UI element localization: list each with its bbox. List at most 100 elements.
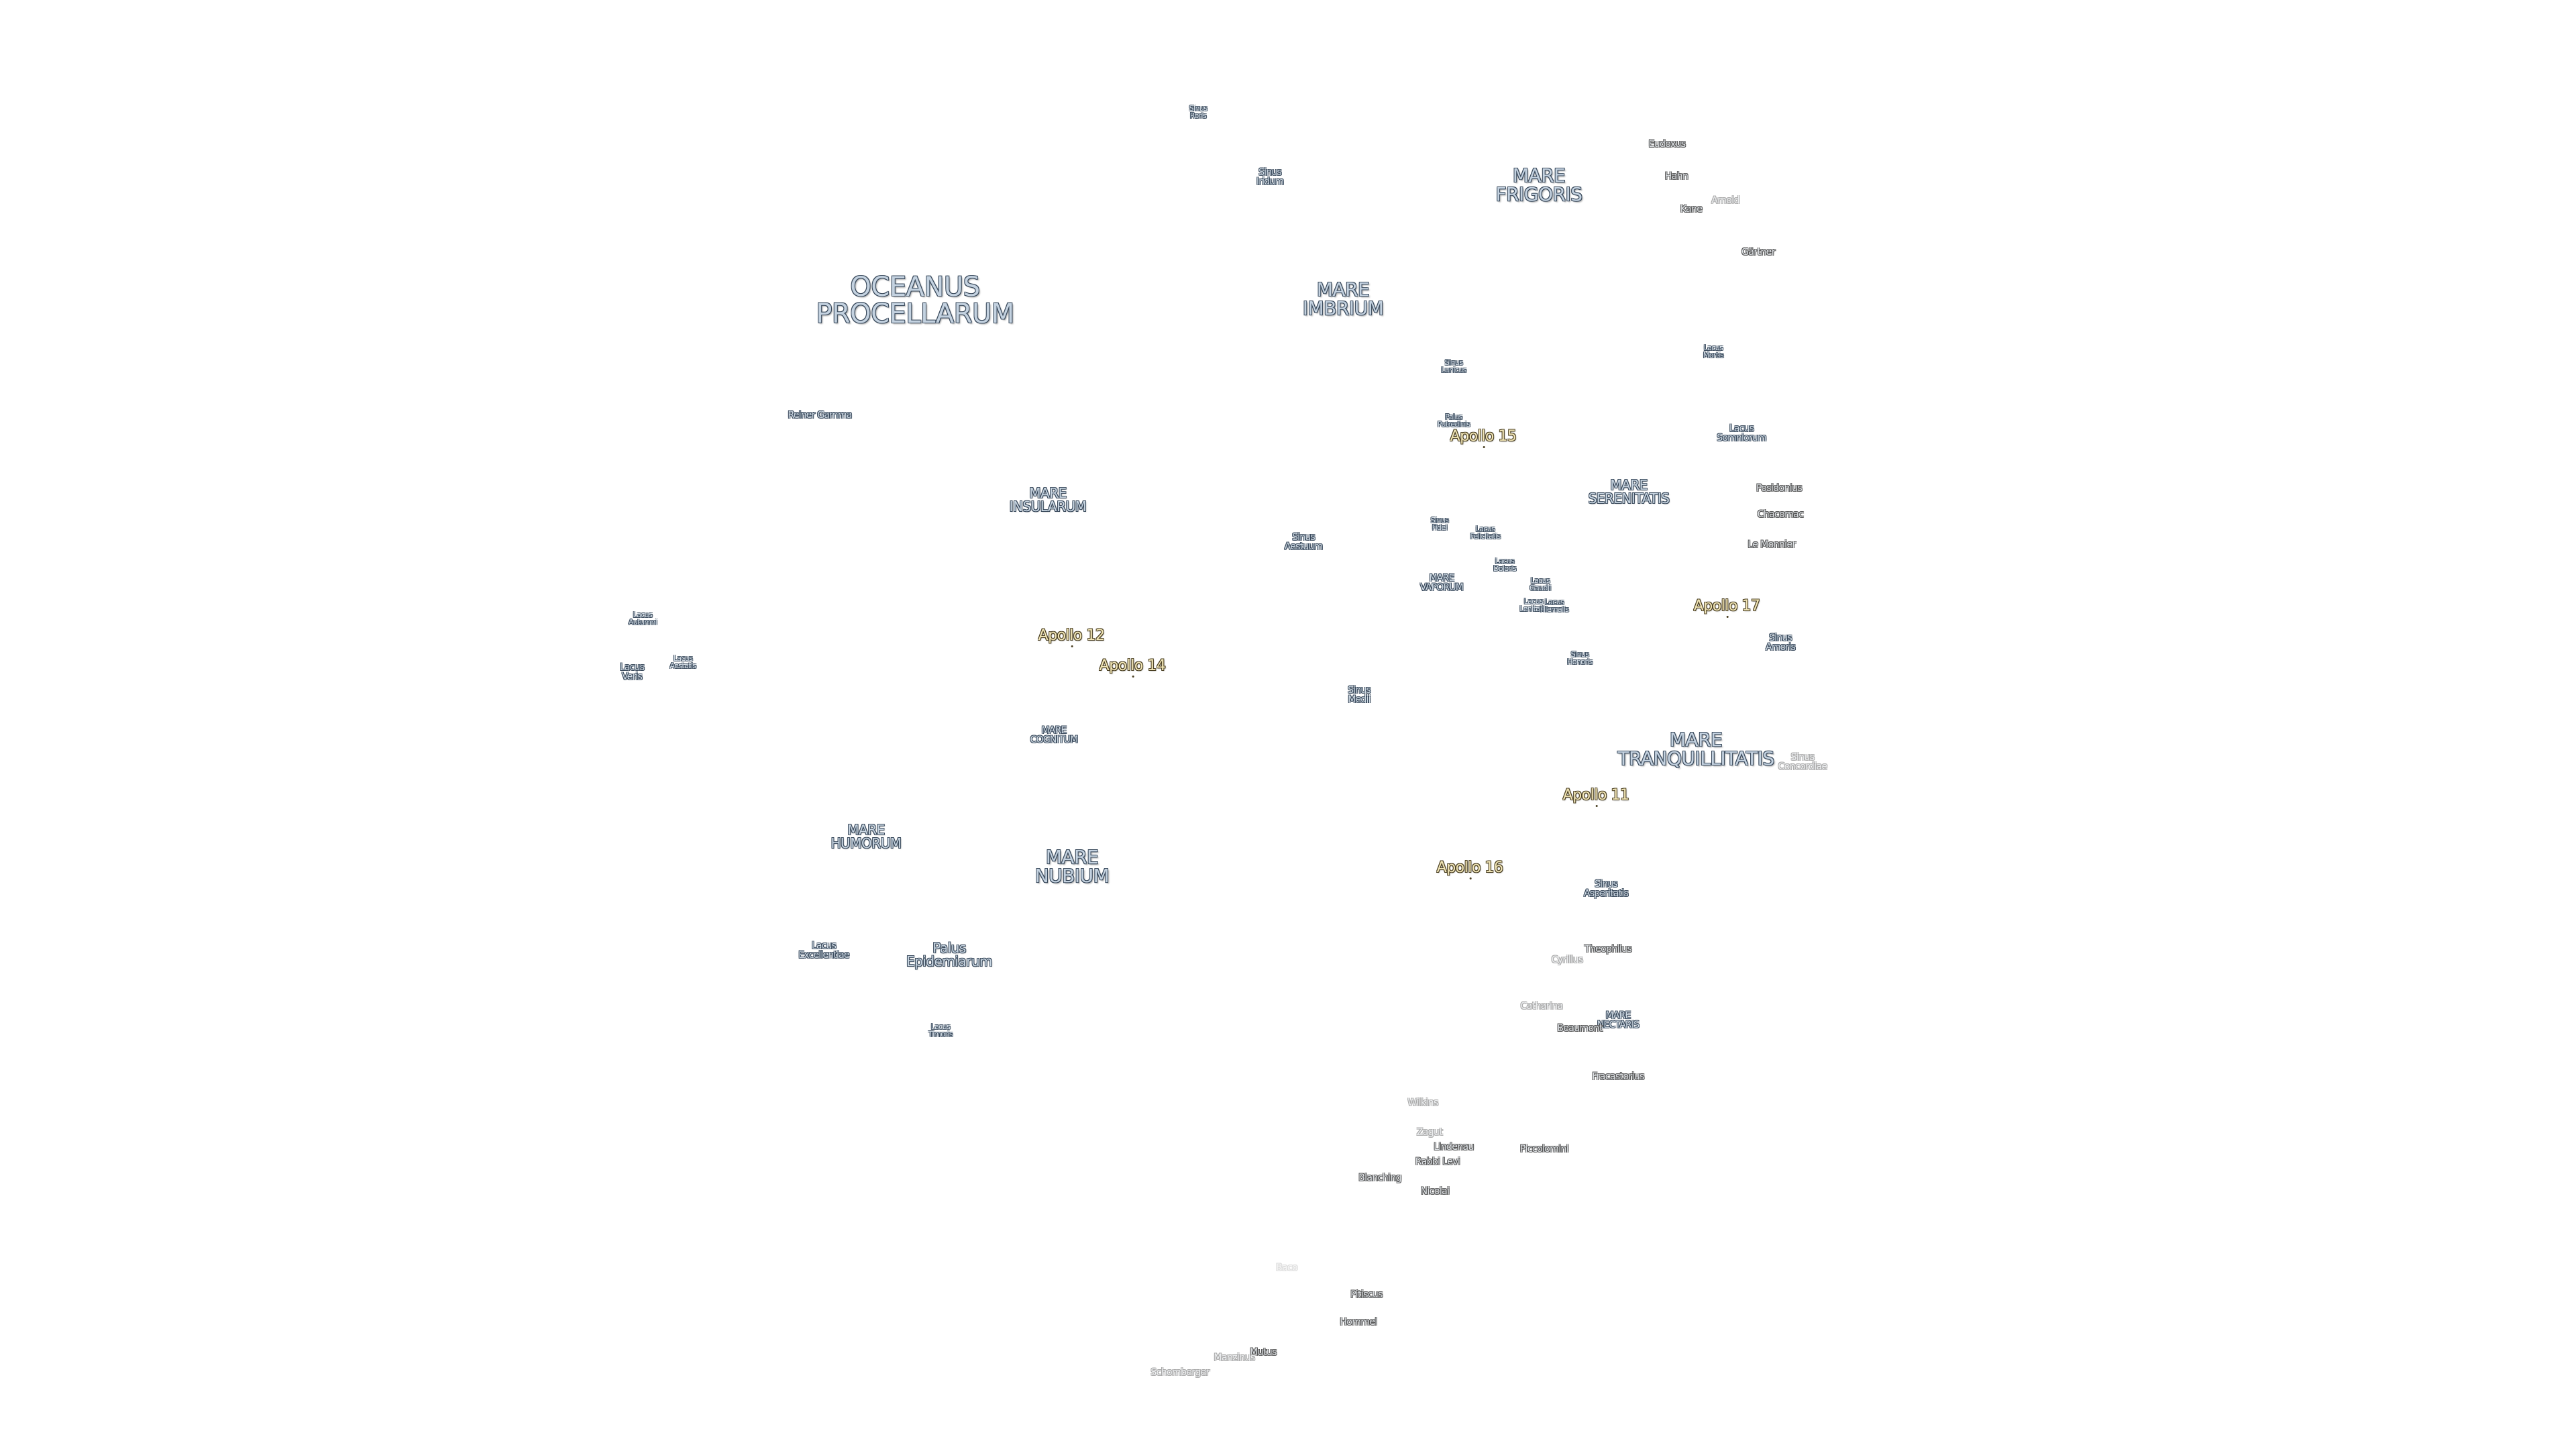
oceanus-procellarum-label[interactable]: OCEANUS PROCELLARUM (816, 274, 1014, 327)
palus-putredinis-label[interactable]: Palus Putredinis (1438, 413, 1470, 428)
crater-cyrillus-label[interactable]: Cyrillus (1551, 955, 1583, 965)
label-line: NECTARIS (1597, 1020, 1640, 1030)
mare-serenitatis-label[interactable]: MARE SERENITATIS (1589, 478, 1670, 505)
label-line: Doloris (1493, 564, 1517, 573)
label-line: MARE (1610, 477, 1648, 493)
mare-insularum-label[interactable]: MARE INSULARUM (1010, 486, 1087, 513)
apollo-11-marker[interactable]: Apollo 11 (1562, 787, 1629, 807)
crater-schomberger-label[interactable]: Schomberger (1150, 1367, 1210, 1378)
label-line: Putredinis (1437, 420, 1470, 429)
label-line: Amoris (1766, 642, 1796, 653)
crater-mutus-label[interactable]: Mutus (1250, 1347, 1277, 1358)
mare-humorum-label[interactable]: MARE HUMORUM (831, 823, 902, 850)
apollo-15-marker[interactable]: Apollo 15 (1450, 428, 1517, 448)
lacus-lenitatis-label[interactable]: Lacus Lenitatis (1519, 597, 1548, 612)
label-line: Asperitatis (1584, 888, 1629, 899)
label-line: Sinus (1189, 104, 1208, 113)
lacus-gaudii-label[interactable]: Lacus Gaudii (1529, 577, 1551, 592)
crater-pitiscus-label[interactable]: Pitiscus (1350, 1289, 1383, 1300)
crater-zagut-label[interactable]: Zagut (1416, 1127, 1443, 1138)
mare-vaporum-label[interactable]: MARE VAPORUM (1420, 573, 1464, 592)
lacus-doloris-label[interactable]: Lacus Doloris (1493, 557, 1517, 573)
crater-arnold-label[interactable]: Arnold (1711, 195, 1739, 206)
label-line: Timoris (928, 1030, 953, 1038)
crater-fracastorius-label[interactable]: Fracastorius (1592, 1071, 1644, 1082)
apollo-12-marker[interactable]: Apollo 12 (1038, 627, 1105, 647)
lacus-aestatis-label[interactable]: Lacus Aestatis (669, 655, 696, 669)
apollo-16-marker[interactable]: Apollo 16 (1436, 859, 1503, 879)
label-line: MARE (1429, 573, 1454, 584)
palus-epidemiarum-label[interactable]: Palus Epidemiarum (906, 940, 993, 968)
mare-nubium-label[interactable]: MARE NUBIUM (1035, 848, 1110, 885)
lacus-veris-label[interactable]: Lacus Veris (620, 663, 645, 682)
label-line: Sinus (1348, 685, 1371, 696)
label-line: Lacus (1475, 525, 1495, 533)
sinus-roris-label[interactable]: Sinus Roris (1189, 105, 1208, 119)
lacus-hiemalis-label[interactable]: Lacus Hiemalis (1540, 598, 1569, 613)
mare-nectaris-label[interactable]: MARE NECTARIS (1597, 1011, 1640, 1030)
sinus-aestuum-label[interactable]: Sinus Aestuum (1285, 533, 1323, 551)
lacus-autumni-label[interactable]: Lacus Autumni (629, 611, 657, 626)
crater-beaumont-label[interactable]: Beaumont (1557, 1023, 1603, 1034)
label-line: Medii (1348, 694, 1371, 705)
sinus-amoris-label[interactable]: Sinus Amoris (1766, 633, 1796, 653)
sinus-lunicus-label[interactable]: Sinus Lunicus (1441, 359, 1466, 374)
label-line: Lunicus (1441, 366, 1466, 374)
lacus-mortis-label[interactable]: Lacus Mortis (1703, 344, 1724, 360)
crater-eudoxus-label[interactable]: Eudoxus (1648, 139, 1686, 150)
mare-tranquillitatis-label[interactable]: MARE TRANQUILLITATIS (1617, 731, 1774, 768)
crater-hommel-label[interactable]: Hommel (1340, 1317, 1377, 1328)
label-line: Honoris (1567, 657, 1593, 666)
crater-lindenau-label[interactable]: Lindenau (1434, 1142, 1474, 1152)
sinus-asperitatis-label[interactable]: Sinus Asperitatis (1584, 879, 1629, 899)
label-line: Lacus (1523, 597, 1544, 606)
crater-rabbi-levi-label[interactable]: Rabbi Levi (1415, 1157, 1460, 1167)
label-line: Roris (1189, 111, 1207, 120)
label-line: Sinus (1430, 516, 1449, 525)
sinus-iridum-label[interactable]: Sinus Iridum (1256, 168, 1284, 186)
label-line: Fidei (1432, 523, 1448, 532)
mare-frigoris-label[interactable]: MARE FRIGORIS (1495, 166, 1582, 204)
label-line: Lacus (673, 654, 693, 663)
crater-baco-label[interactable]: Baco (1275, 1263, 1298, 1273)
crater-hahn-label[interactable]: Hahn (1664, 171, 1688, 182)
crater-manzinus-label[interactable]: Manzinus (1214, 1352, 1255, 1363)
lacus-timoris-label[interactable]: Lacus Timoris (928, 1023, 953, 1038)
reiner-gamma-label[interactable]: Reiner Gamma (788, 410, 853, 421)
sinus-medii-label[interactable]: Sinus Medii (1348, 686, 1371, 704)
label-line: NUBIUM (1034, 865, 1110, 887)
label-line: MARE (1041, 725, 1067, 736)
crater-posidonius-label[interactable]: Posidonius (1756, 483, 1803, 494)
crater-theophilus-label[interactable]: Theophilus (1584, 944, 1632, 955)
crater-gartner-label[interactable]: Gärtner (1741, 247, 1775, 258)
label-line: Sinus (1570, 650, 1589, 659)
apollo-17-marker[interactable]: Apollo 17 (1693, 598, 1760, 618)
label-line: MARE (1029, 485, 1067, 501)
crater-chacornac-label[interactable]: Chacornac (1757, 509, 1804, 520)
label-line: Palus (932, 940, 966, 956)
crater-piccolomini-label[interactable]: Piccolomini (1519, 1144, 1569, 1155)
crater-kane-label[interactable]: Kane (1680, 204, 1703, 215)
lacus-excellentiae-label[interactable]: Lacus Excellentiae (798, 941, 849, 960)
label-line: Sinus (1769, 633, 1792, 643)
lacus-felicitatis-label[interactable]: Lacus Felicitatis (1470, 525, 1501, 540)
label-line: Excellentiae (798, 950, 849, 961)
sinus-concordiae-label[interactable]: Sinus Concordiae (1778, 753, 1828, 771)
label-line: MARE (1045, 846, 1099, 868)
label-line: MARE (1512, 164, 1566, 186)
label-line: Mortis (1703, 351, 1724, 360)
mare-imbrium-label[interactable]: MARE IMBRIUM (1303, 280, 1384, 318)
crater-le-monnier-label[interactable]: Le Monnier (1748, 539, 1796, 550)
mare-cognitum-label[interactable]: MARE COGNITUM (1030, 725, 1079, 745)
crater-wilkins-label[interactable]: Wilkins (1407, 1097, 1438, 1108)
crater-nicolai-label[interactable]: Nicolai (1420, 1186, 1450, 1197)
crater-catharina-label[interactable]: Catharina (1520, 1001, 1564, 1012)
label-line: OCEANUS (850, 272, 980, 303)
sinus-fidei-label[interactable]: Sinus Fidei (1431, 517, 1449, 531)
label-line: HUMORUM (830, 835, 902, 851)
sinus-honoris-label[interactable]: Sinus Honoris (1567, 651, 1593, 665)
apollo-14-marker[interactable]: Apollo 14 (1099, 657, 1166, 678)
crater-blanchinus-label[interactable]: Blanching (1358, 1173, 1401, 1183)
lacus-somniorum-label[interactable]: Lacus Somniorum (1717, 424, 1766, 443)
